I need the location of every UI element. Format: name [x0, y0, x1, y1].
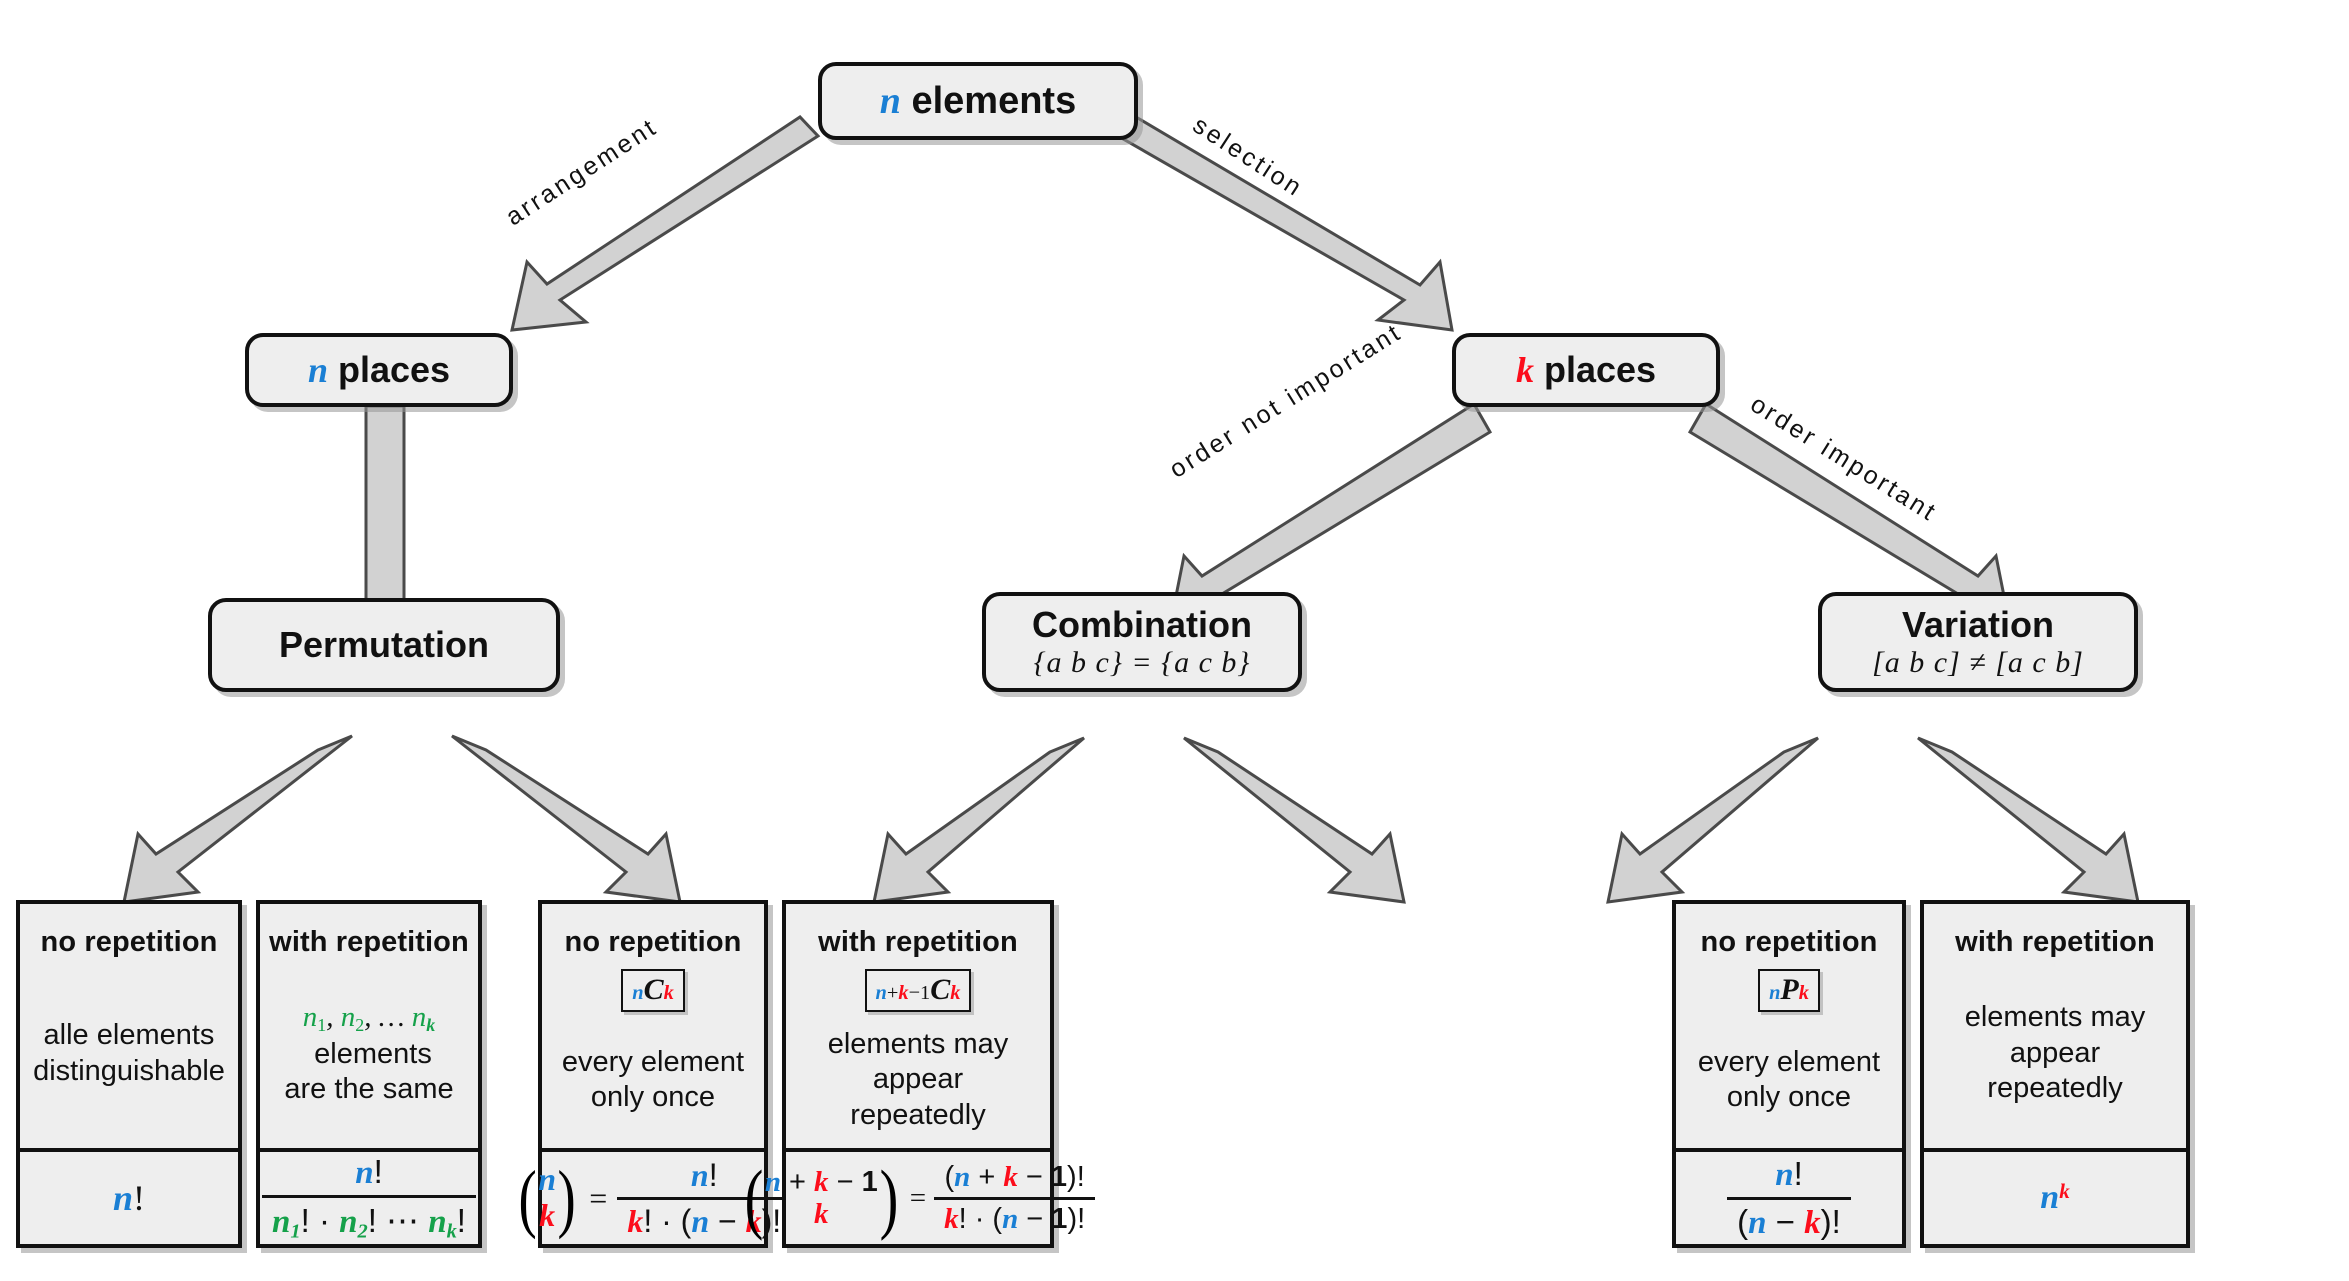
arrow-variation-to-card5: [1606, 736, 1819, 904]
combination-subtitle: {a b c} = {a c b}: [1033, 646, 1251, 679]
card5-formula: n! (n − k)!: [1676, 1152, 1902, 1244]
card3-symbol: nCk: [621, 969, 685, 1012]
card3-head: no repetition: [564, 926, 742, 958]
edge-label-order-important: order important: [1745, 389, 1943, 528]
card2-desc: n1, n2, … nk elements are the same: [284, 1000, 454, 1105]
card4-top: with repetition n+k−1Ck elements may app…: [786, 904, 1050, 1152]
node-combination[interactable]: Combination {a b c} = {a c b}: [982, 592, 1302, 692]
node-n-elements[interactable]: n elements: [818, 62, 1138, 140]
arrow-permutation-to-card2: [451, 734, 682, 904]
k-places-text: places: [1543, 349, 1657, 390]
n-places-var: n: [307, 350, 328, 390]
card-permutation-with-repetition[interactable]: with repetition n1, n2, … nk elements ar…: [256, 900, 482, 1248]
card-combination-with-repetition[interactable]: with repetition n+k−1Ck elements may app…: [744, 900, 1096, 1248]
n-places-text: places: [337, 349, 451, 390]
card1-formula: n!: [112, 1178, 146, 1218]
card4-formula: ( n + k − 1 k ) = (n + k − 1)! k! · (n −…: [744, 1152, 1096, 1244]
edge-label-arrangement: arrangement: [500, 112, 663, 232]
root-text: elements: [911, 80, 1077, 122]
arrow-variation-to-card6: [1917, 736, 2140, 904]
arrow-permutation-to-card1: [122, 734, 353, 904]
node-n-places[interactable]: n places: [245, 333, 513, 407]
card6-formula: nk: [2040, 1178, 2070, 1217]
arrow-root-to-k-places: [1115, 115, 1454, 332]
card4-symbol: n+k−1Ck: [864, 969, 972, 1012]
k-places-var: k: [1515, 350, 1534, 390]
edge-label-order-not-important: order not important: [1164, 317, 1407, 484]
edge-label-selection: selection: [1187, 110, 1309, 203]
arrow-root-to-n-places: [510, 115, 821, 332]
arrow-combination-to-card3: [872, 736, 1085, 904]
card4-head: with repetition: [818, 926, 1018, 958]
card5-head: no repetition: [1700, 926, 1878, 958]
variation-subtitle: [a b c] ≠ [a c b]: [1872, 646, 2084, 679]
card3-formula: ( n k ) = n! k! · (n − k)!: [518, 1152, 792, 1244]
permutation-title: Permutation: [278, 624, 490, 665]
card5-symbol: nPk: [1758, 969, 1820, 1012]
card2-formula: n! n1! · n2! ⋯ nk!: [260, 1152, 478, 1244]
variation-title: Variation: [1901, 604, 2055, 645]
combination-title: Combination: [1032, 604, 1252, 645]
card2-head: with repetition: [269, 926, 469, 958]
card1-head: no repetition: [40, 926, 218, 958]
root-var: n: [879, 80, 901, 122]
card6-head: with repetition: [1955, 926, 2155, 958]
node-variation[interactable]: Variation [a b c] ≠ [a c b]: [1818, 592, 2138, 692]
node-k-places[interactable]: k places: [1452, 333, 1720, 407]
node-permutation[interactable]: Permutation: [208, 598, 560, 692]
card2-top: with repetition n1, n2, … nk elements ar…: [260, 904, 478, 1152]
arrow-combination-to-card4: [1183, 736, 1406, 904]
